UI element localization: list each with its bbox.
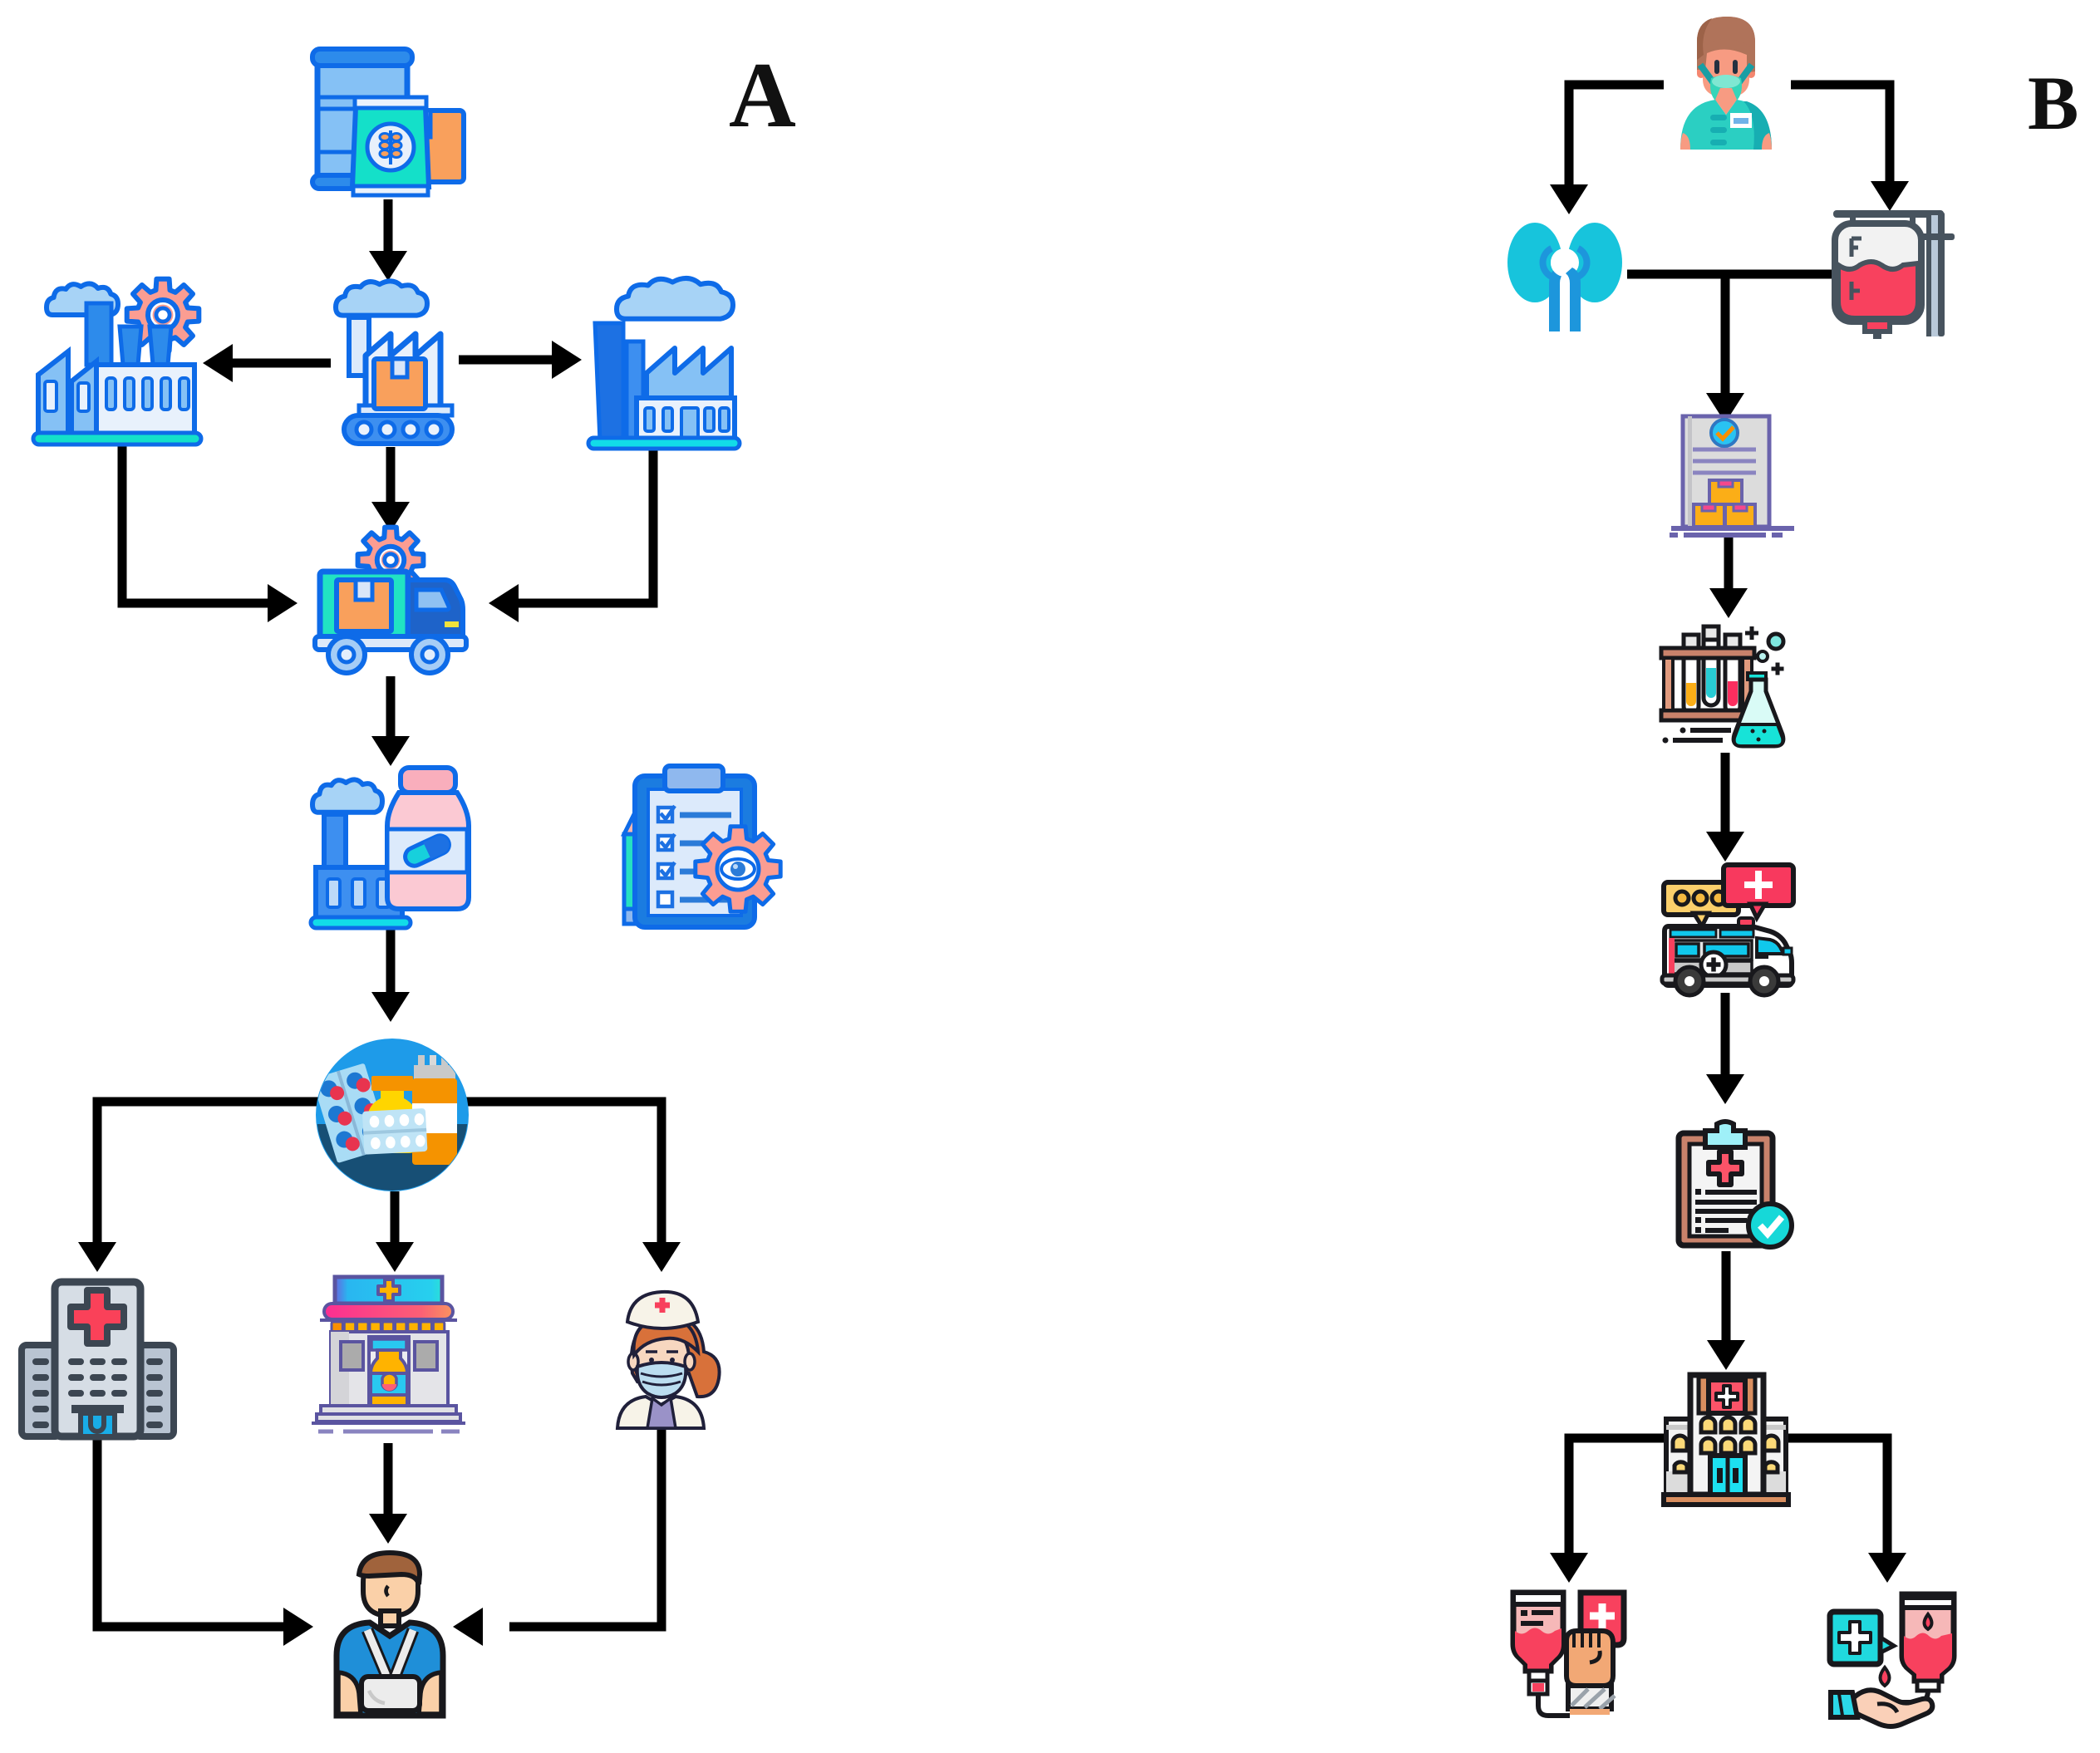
svg-text:A: A	[729, 44, 796, 147]
svg-text:B: B	[2028, 61, 2078, 145]
